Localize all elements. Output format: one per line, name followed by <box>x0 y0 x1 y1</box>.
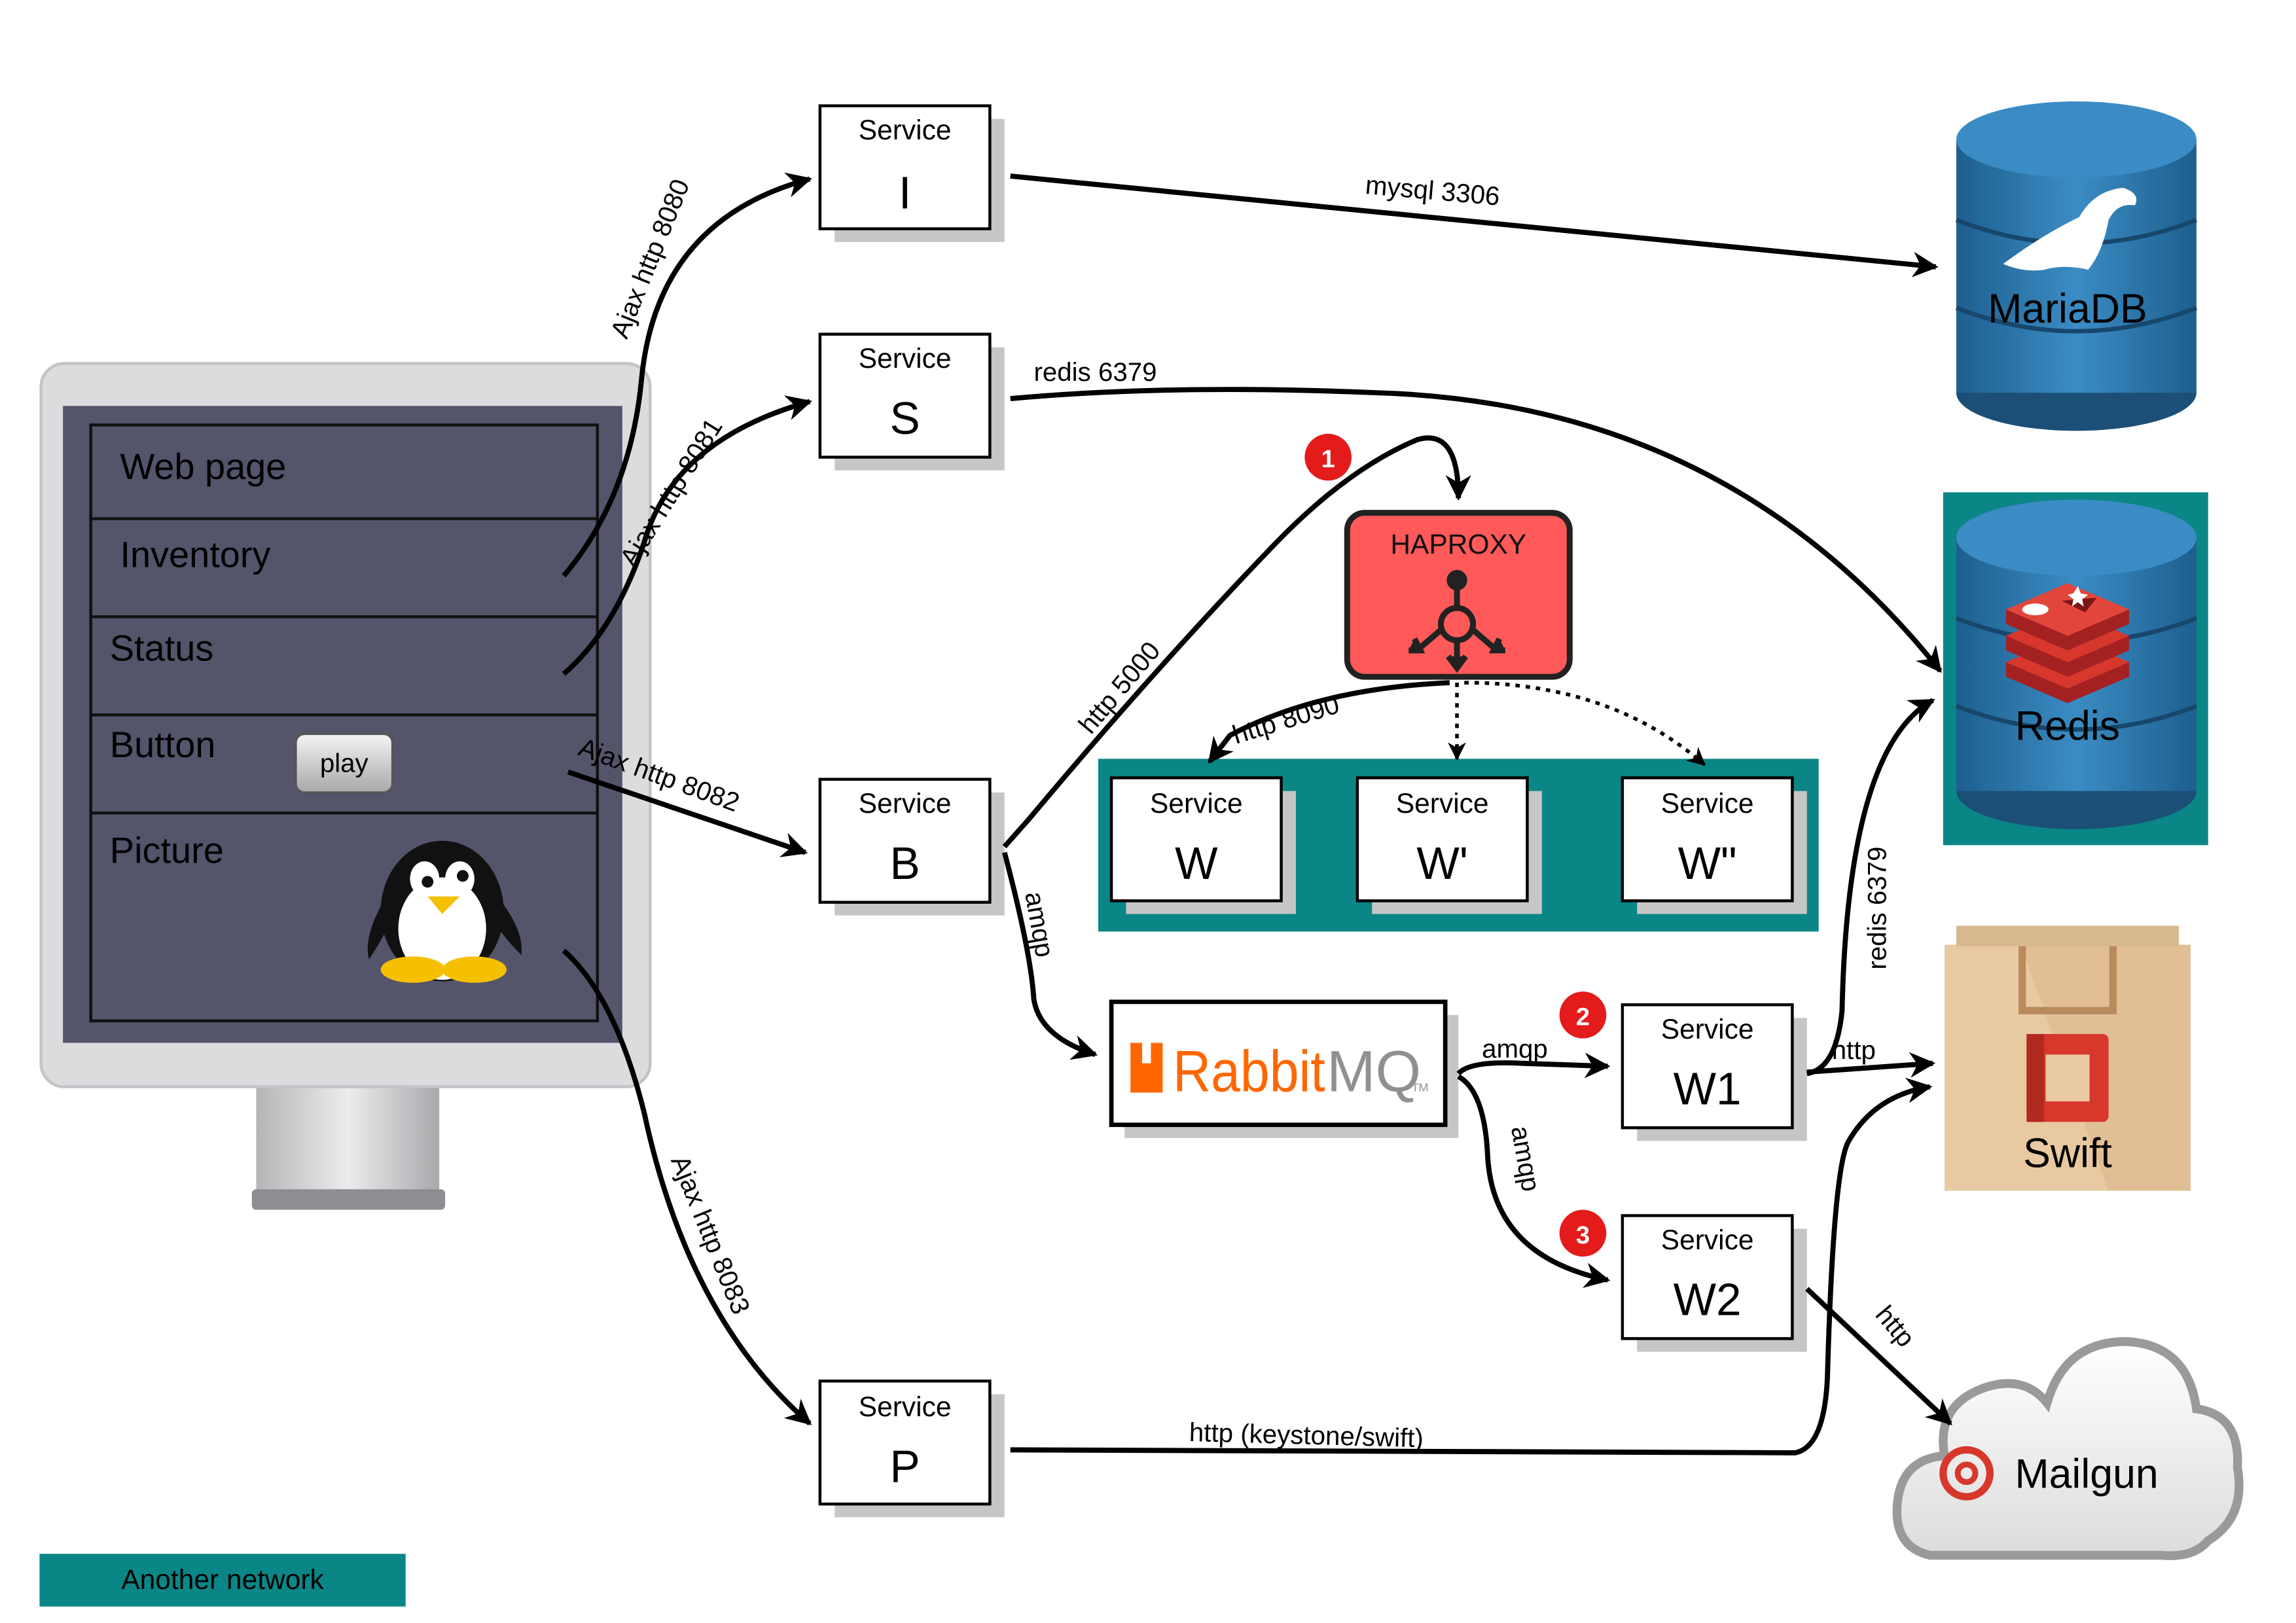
service-i-box[interactable] <box>818 104 1005 242</box>
edge-haproxy-to-service-w-double <box>1464 681 1706 766</box>
service-w2-name: W2 <box>1674 1274 1742 1325</box>
service-w-box[interactable] <box>1109 776 1296 914</box>
play-button[interactable]: play <box>295 732 394 794</box>
edge-button-to-service-b <box>567 769 808 857</box>
penguin-icon <box>367 840 522 983</box>
service-w1-name: W1 <box>1674 1063 1742 1114</box>
mailgun-cloud-icon[interactable] <box>1892 1337 2244 1560</box>
load-balancer-icon <box>1408 569 1505 673</box>
legend-another-network: Another network <box>39 1554 406 1607</box>
step-badge-3-label: 3 <box>1576 1222 1590 1249</box>
edge-w1-to-redis <box>1806 698 1935 1077</box>
service-w-prime-box[interactable] <box>1355 776 1542 914</box>
rabbitmq-logo-icon <box>1130 1043 1163 1093</box>
rabbitmq-label-rabbit: Rabbit <box>1173 1038 1325 1103</box>
service-i-header: Service <box>859 115 952 146</box>
label-redis-6379-s: redis 6379 <box>1033 357 1157 387</box>
play-button-label: play <box>320 749 369 778</box>
step-badge-2-label: 2 <box>1576 1004 1590 1031</box>
rabbitmq-label-tm: TM <box>1412 1080 1429 1094</box>
service-w1-box[interactable] <box>1621 1003 1807 1141</box>
edge-inventory-to-service-i <box>562 172 812 578</box>
service-w-prime-header: Service <box>1396 789 1489 819</box>
label-amqp-w1: amqp <box>1482 1034 1548 1063</box>
edge-service-i-to-mariadb <box>1010 173 1939 277</box>
service-w-double-header: Service <box>1661 789 1754 819</box>
edge-service-b-to-rabbitmq <box>1001 851 1098 1060</box>
swift-storage-icon[interactable] <box>1945 925 2191 1191</box>
label-http-w2: http <box>1870 1300 1921 1352</box>
row-inventory[interactable]: Inventory <box>120 533 270 575</box>
mailgun-label: Mailgun <box>2015 1452 2158 1497</box>
service-p-box[interactable] <box>818 1380 1005 1518</box>
redis-logo-icon <box>2006 582 2129 704</box>
service-s-header: Service <box>859 344 952 374</box>
mariadb-database-icon[interactable] <box>1955 101 2198 431</box>
service-b-box[interactable] <box>818 777 1005 916</box>
row-picture[interactable]: Picture <box>110 829 224 870</box>
edge-w1-to-swift <box>1806 1052 1936 1078</box>
redis-label: Redis <box>2015 703 2120 749</box>
edge-service-b-to-haproxy <box>1002 435 1471 849</box>
connections <box>562 172 1952 1455</box>
edge-haproxy-to-service-w <box>1207 680 1450 764</box>
service-s-name: S <box>889 393 920 444</box>
service-w2-header: Service <box>1661 1225 1754 1256</box>
label-http-w1: http <box>1832 1035 1876 1065</box>
edge-picture-to-service-p <box>562 948 812 1426</box>
haproxy-label: HAPROXY <box>1390 529 1526 560</box>
legend-swatch <box>39 1554 406 1607</box>
edge-rabbitmq-to-w2 <box>1457 1074 1611 1288</box>
rabbitmq-label-mq: MQ <box>1327 1038 1421 1103</box>
service-w-double-box[interactable] <box>1621 776 1807 914</box>
edge-service-p-to-swift <box>1010 1077 1933 1455</box>
dotted-connections <box>1448 681 1706 766</box>
service-w-double-name: W" <box>1678 838 1737 889</box>
step-badge-2: 2 <box>1559 991 1607 1039</box>
label-mysql-3306: mysql 3306 <box>1364 170 1501 211</box>
row-button[interactable]: Button <box>110 724 216 765</box>
step-badge-1-label: 1 <box>1321 446 1335 473</box>
service-s-box[interactable] <box>818 332 1005 471</box>
service-w-name: W <box>1175 838 1218 889</box>
edge-status-to-service-s <box>562 395 812 676</box>
legend-label: Another network <box>121 1565 324 1596</box>
service-w-prime-name: W' <box>1416 838 1468 889</box>
label-http-8090: http 8090 <box>1229 690 1343 750</box>
label-http-keystone-swift: http (keystone/swift) <box>1189 1418 1424 1453</box>
step-badge-1: 1 <box>1304 433 1352 481</box>
row-status[interactable]: Status <box>110 628 214 669</box>
service-b-header: Service <box>859 789 952 819</box>
row-web-page[interactable]: Web page <box>120 446 286 487</box>
edge-service-s-to-redis <box>1010 387 1943 673</box>
label-amqp-w2: amqp <box>1505 1124 1546 1194</box>
service-w-header: Service <box>1150 789 1243 819</box>
service-b-name: B <box>889 838 920 889</box>
service-w1-header: Service <box>1661 1014 1754 1045</box>
step-badge-3: 3 <box>1559 1209 1607 1257</box>
label-http-5000: http 5000 <box>1073 636 1166 740</box>
service-w2-box[interactable] <box>1621 1214 1807 1352</box>
label-redis-6379-w1: redis 6379 <box>1863 847 1892 970</box>
service-i-name: I <box>899 167 911 218</box>
edge-rabbitmq-to-w1 <box>1456 1052 1611 1079</box>
swift-label: Swift <box>2023 1131 2112 1177</box>
mariadb-label: MariaDB <box>1988 286 2147 332</box>
service-p-header: Service <box>859 1392 952 1423</box>
rabbitmq-box[interactable] <box>1109 999 1459 1138</box>
service-p-name: P <box>889 1441 920 1492</box>
